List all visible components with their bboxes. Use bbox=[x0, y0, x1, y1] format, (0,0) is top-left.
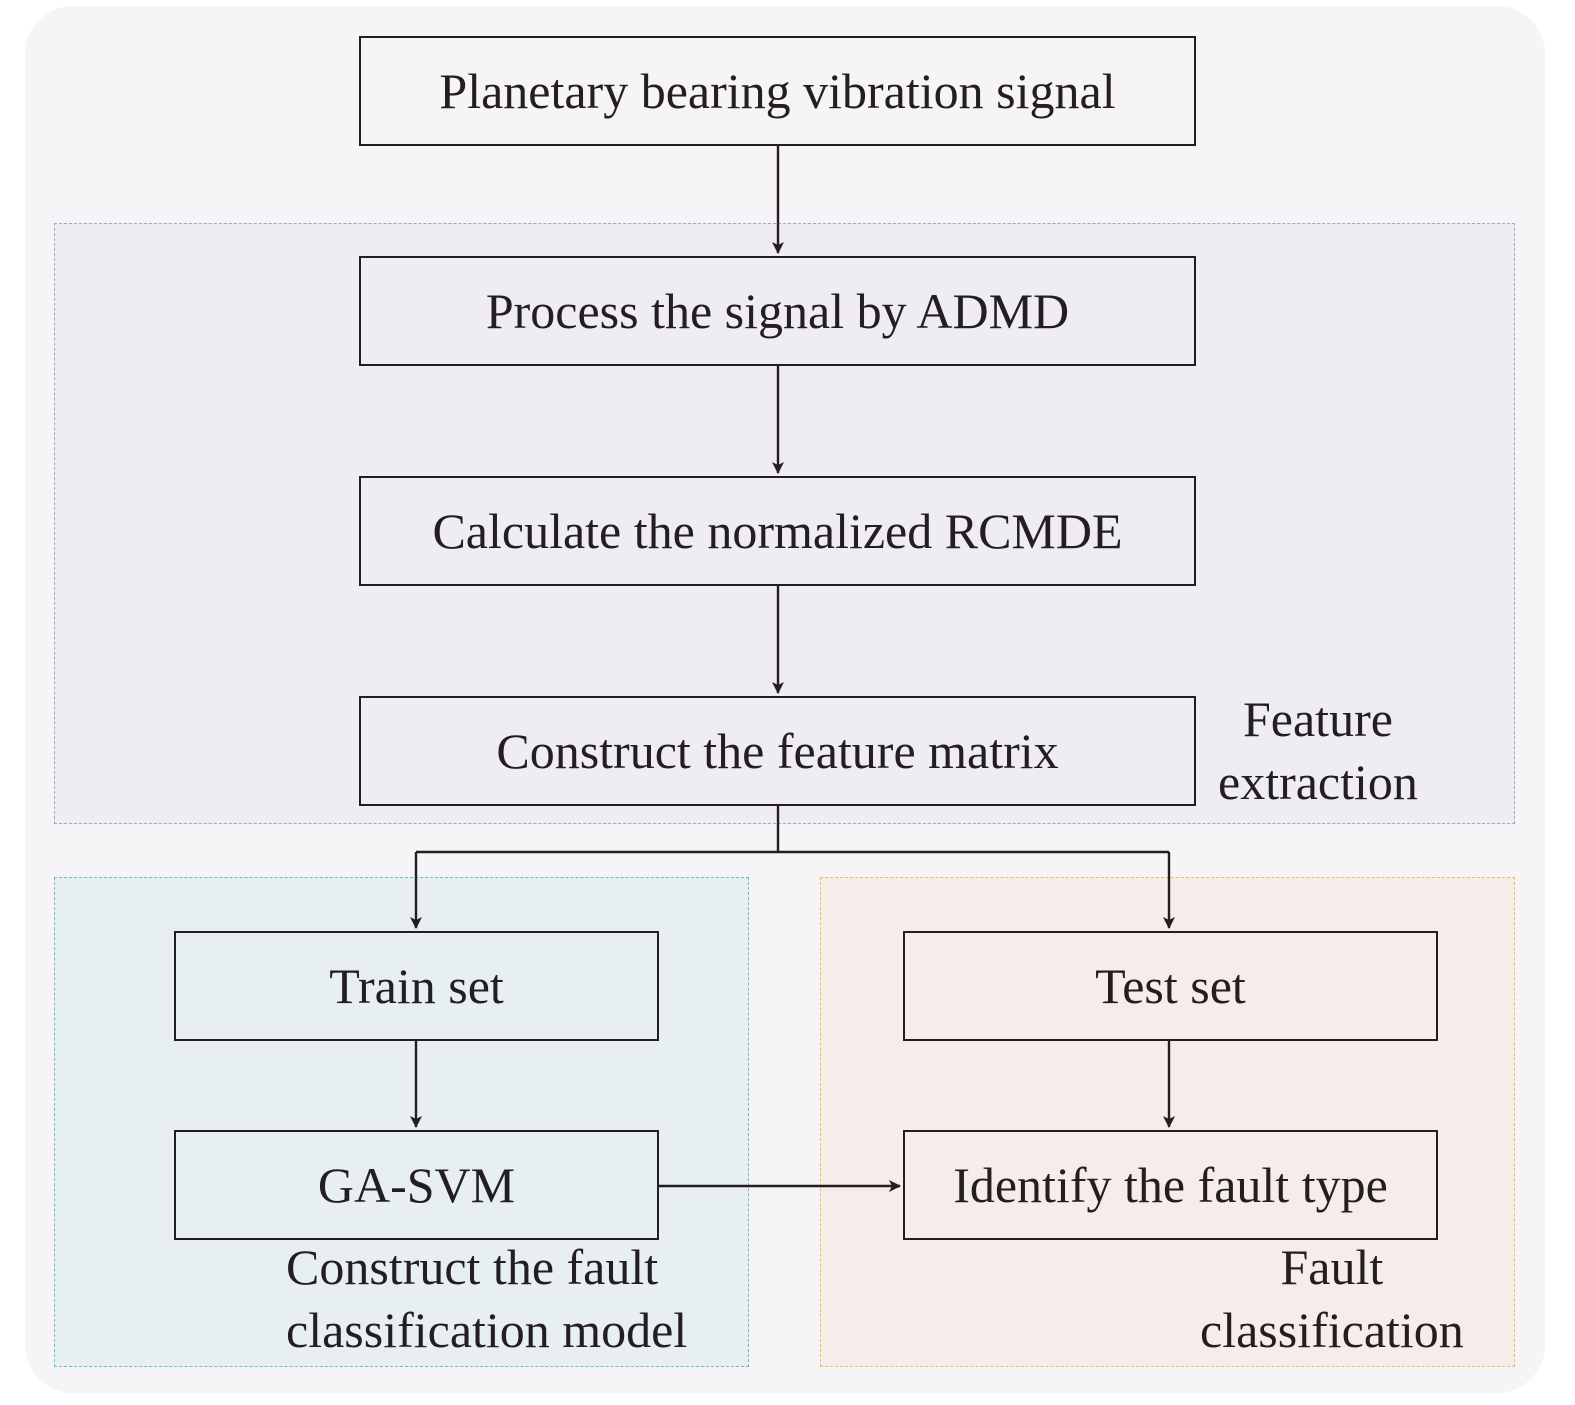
node-train: Train set bbox=[174, 931, 659, 1041]
node-test-label: Test set bbox=[1095, 958, 1246, 1014]
node-rcmde: Calculate the normalized RCMDE bbox=[359, 476, 1196, 586]
model-region-label-line-2: classification model bbox=[286, 1302, 688, 1358]
node-signal: Planetary bearing vibration signal bbox=[359, 36, 1196, 146]
classification-region-label: Fault classification bbox=[1200, 1236, 1464, 1362]
node-identify-label: Identify the fault type bbox=[953, 1157, 1388, 1213]
node-rcmde-label: Calculate the normalized RCMDE bbox=[432, 503, 1123, 559]
node-admd: Process the signal by ADMD bbox=[359, 256, 1196, 366]
node-gasvm-label: GA-SVM bbox=[317, 1157, 516, 1213]
classification-region-label-line-1: Fault bbox=[1280, 1239, 1384, 1295]
node-matrix: Construct the feature matrix bbox=[359, 696, 1196, 806]
model-region-label-line-1: Construct the fault bbox=[286, 1239, 659, 1295]
node-identify: Identify the fault type bbox=[903, 1130, 1438, 1240]
model-region bbox=[54, 877, 749, 1367]
feature-extraction-label-line-2: extraction bbox=[1218, 754, 1418, 810]
node-matrix-label: Construct the feature matrix bbox=[496, 723, 1059, 779]
model-region-label: Construct the fault classification model bbox=[286, 1236, 687, 1362]
feature-extraction-label: Feature extraction bbox=[1218, 688, 1418, 814]
feature-extraction-region bbox=[54, 223, 1515, 824]
node-admd-label: Process the signal by ADMD bbox=[485, 283, 1070, 339]
node-test: Test set bbox=[903, 931, 1438, 1041]
node-signal-label: Planetary bearing vibration signal bbox=[439, 63, 1116, 119]
feature-extraction-label-line-1: Feature bbox=[1242, 691, 1393, 747]
node-gasvm: GA-SVM bbox=[174, 1130, 659, 1240]
node-train-label: Train set bbox=[329, 958, 504, 1014]
classification-region-label-line-2: classification bbox=[1200, 1302, 1464, 1358]
